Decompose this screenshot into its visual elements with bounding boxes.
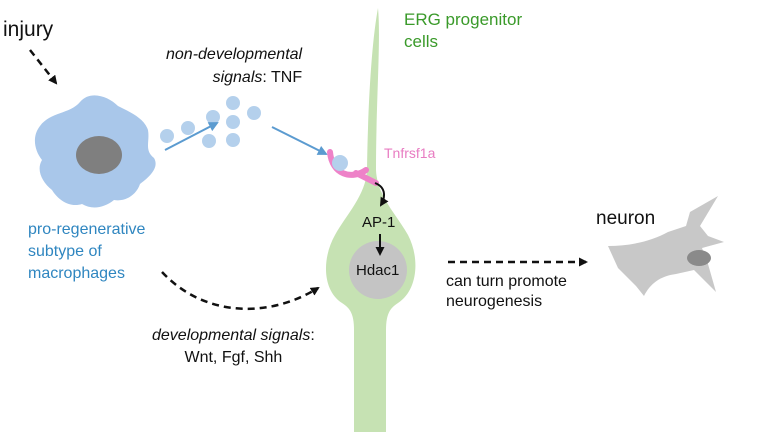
tnfrsf1a-receptor	[327, 149, 379, 186]
nondev-line2: signals: TNF	[166, 66, 303, 89]
tnf-to-receptor-arrow	[271, 126, 328, 155]
developmental-signals-label: developmental signals: Wnt, Fgf, Shh	[152, 325, 315, 369]
nondev-tnf: : TNF	[262, 69, 303, 86]
erg-label-line2: cells	[404, 32, 439, 51]
tnf-release-arrow	[164, 122, 219, 151]
outcome-label: can turn promote neurogenesis	[446, 272, 567, 312]
outcome-line1: can turn promote	[446, 273, 567, 290]
neuron-nucleus	[687, 250, 711, 266]
macrophage-label: pro-regenerative subtype of macrophages	[28, 219, 145, 285]
outcome-line2: neurogenesis	[446, 293, 543, 310]
hdac1-nucleus	[349, 241, 407, 299]
receptor-to-ap1-arrow	[374, 182, 389, 207]
dev-line2: Wnt, Fgf, Shh	[184, 349, 283, 366]
injury-label: injury	[3, 18, 54, 41]
macrophage-line3: macrophages	[28, 265, 125, 282]
erg-label-line1: ERG progenitor	[404, 10, 523, 29]
hdac1-label: Hdac1	[356, 262, 400, 279]
dev-line1: developmental signals:	[152, 325, 315, 347]
non-developmental-signals-label: non-developmental signals: TNF	[166, 43, 302, 89]
injury-arrow	[29, 49, 58, 85]
erg-progenitor-cell	[325, 8, 416, 432]
developmental-signals-arrow	[161, 271, 320, 311]
dev-signals-words: developmental signals	[152, 327, 311, 344]
erg-progenitor-label: ERG progenitor cells	[404, 9, 522, 53]
macrophage-line1: pro-regenerative	[28, 221, 146, 238]
macrophage-nucleus	[76, 136, 122, 174]
neuron-label: neuron	[596, 208, 656, 229]
tnf-signal-dots	[160, 96, 261, 148]
receptor-label: Tnfrsf1a	[384, 145, 436, 161]
dev-colon: :	[310, 327, 315, 344]
nondev-signals-word: signals	[212, 69, 263, 86]
neuron-cell	[608, 196, 724, 296]
macrophage-line2: subtype of	[28, 243, 102, 260]
nondev-line1: non-developmental	[166, 46, 303, 63]
ap1-label: AP-1	[362, 214, 396, 231]
